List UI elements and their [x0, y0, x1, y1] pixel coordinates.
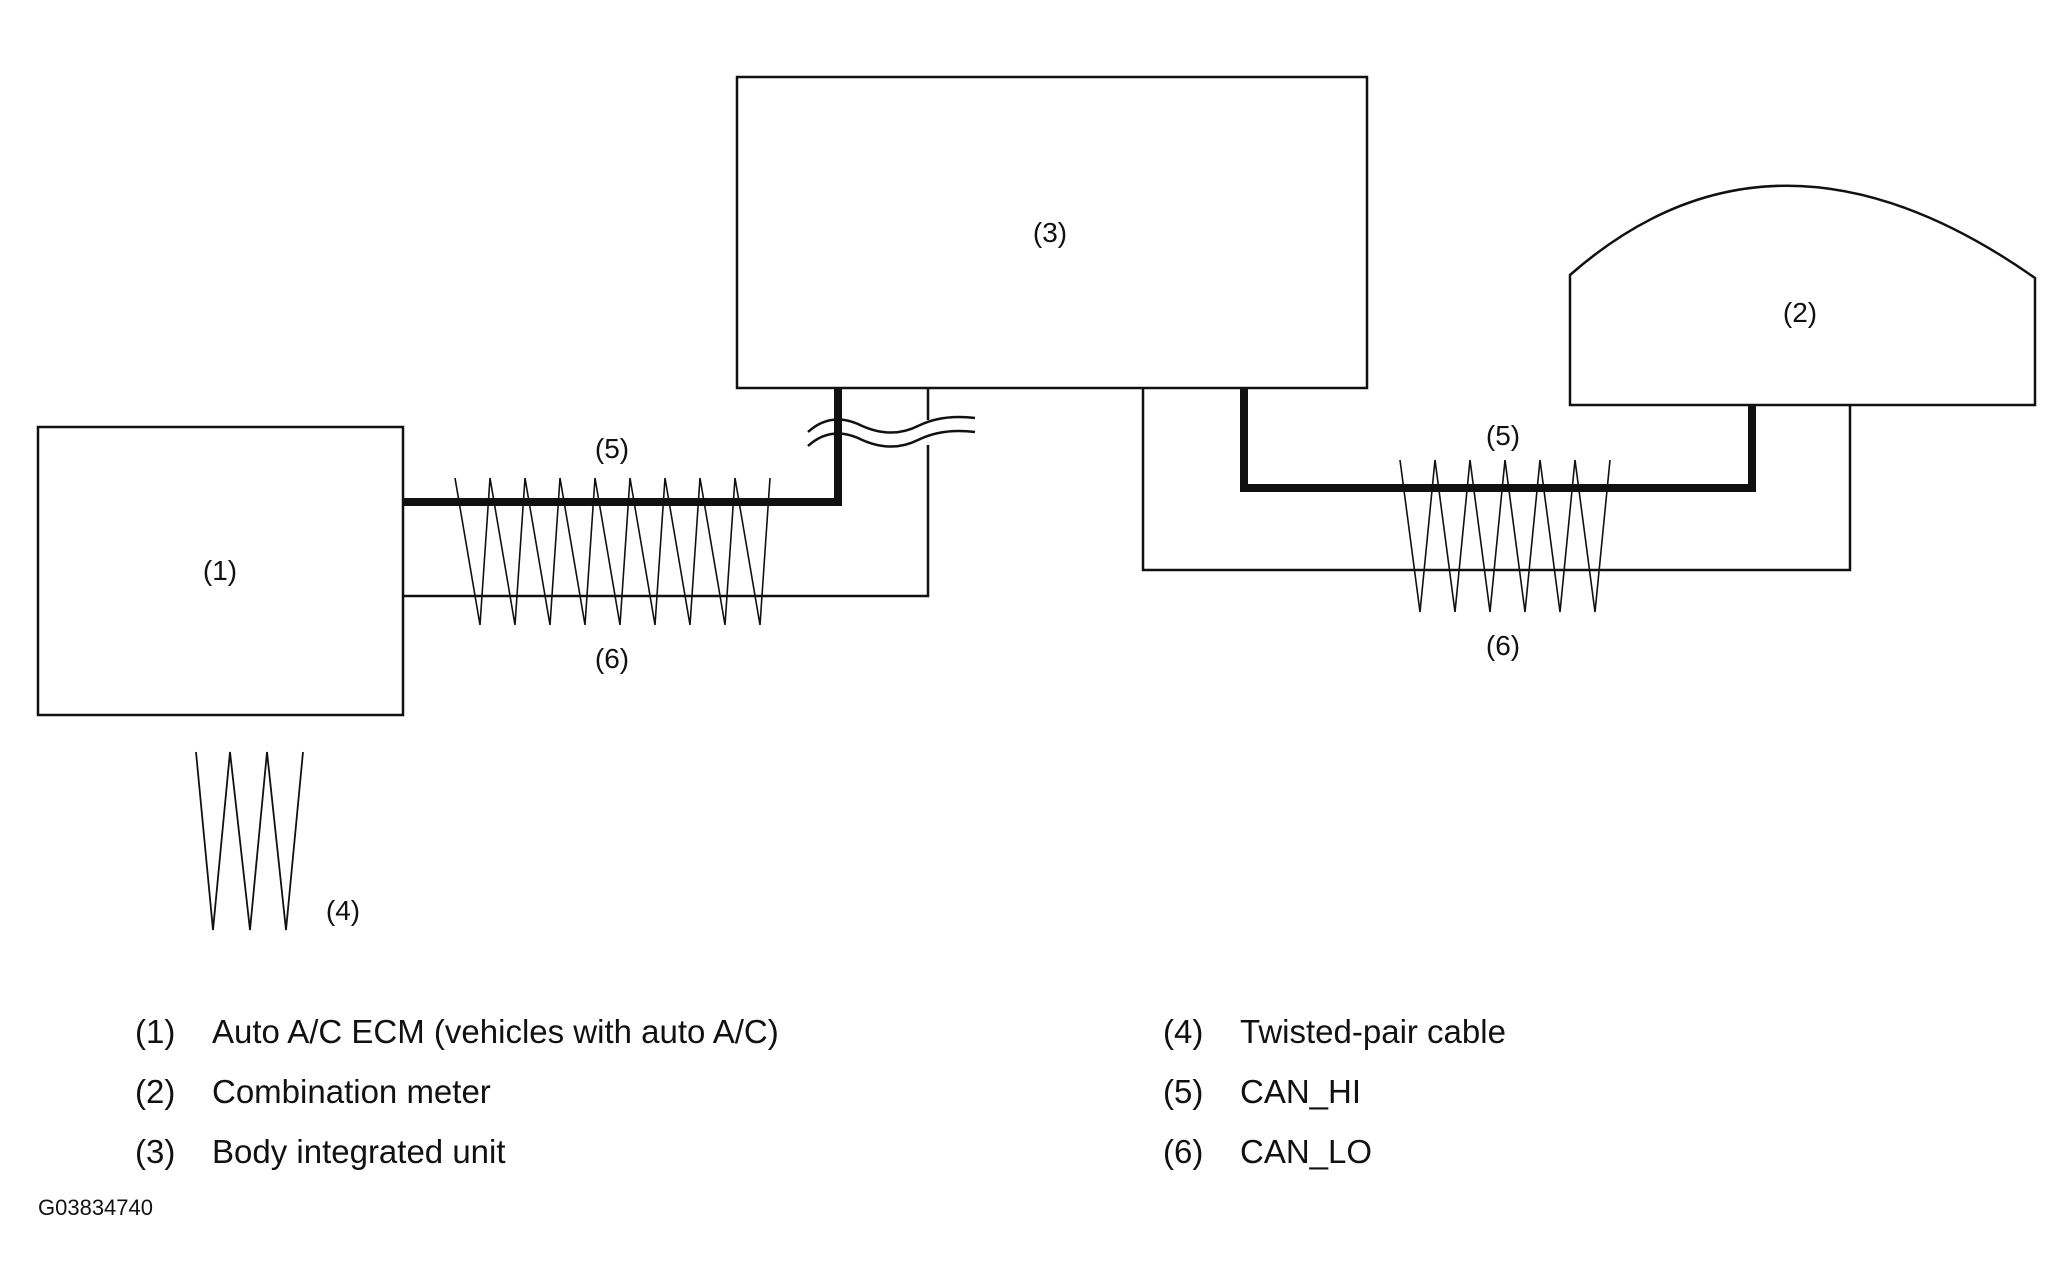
legend-num-6: (6)	[1163, 1133, 1203, 1170]
combination-meter-label: (2)	[1783, 297, 1817, 328]
auto-ac-ecm-box	[36, 425, 405, 717]
legend-text-4: Twisted-pair cable	[1240, 1013, 1506, 1050]
legend-num-1: (1)	[135, 1013, 175, 1050]
body-integrated-unit-box	[735, 75, 1369, 390]
legend: (1) Auto A/C ECM (vehicles with auto A/C…	[135, 1013, 1506, 1170]
legend-text-6: CAN_LO	[1240, 1133, 1372, 1170]
can-lo-label-right: (6)	[1486, 630, 1520, 661]
can-hi-wire-right	[1240, 388, 1756, 492]
legend-num-4: (4)	[1163, 1013, 1203, 1050]
twist-marks-left	[454, 477, 771, 626]
can-hi-wire-left	[403, 388, 842, 506]
legend-num-3: (3)	[135, 1133, 175, 1170]
can-lo-label-left: (6)	[595, 643, 629, 674]
can-lo-wire-right	[1141, 388, 1852, 572]
figure-code: G03834740	[38, 1195, 153, 1220]
body-integrated-unit-label: (3)	[1033, 217, 1067, 248]
legend-num-2: (2)	[135, 1073, 175, 1110]
twisted-pair-label: (4)	[326, 895, 360, 926]
twisted-pair-symbol	[195, 751, 304, 931]
wire-break-symbol-2	[807, 429, 976, 448]
twist-marks-right	[1399, 459, 1611, 613]
can-lo-wire-left	[403, 445, 930, 598]
legend-num-5: (5)	[1163, 1073, 1203, 1110]
auto-ac-ecm-label: (1)	[203, 555, 237, 586]
can-hi-label-right: (5)	[1486, 420, 1520, 451]
legend-text-1: Auto A/C ECM (vehicles with auto A/C)	[212, 1013, 779, 1050]
combination-meter-shape	[1568, 184, 2037, 407]
can-hi-label-left: (5)	[595, 433, 629, 464]
legend-text-3: Body integrated unit	[212, 1133, 506, 1170]
wire-break-symbol	[807, 415, 976, 434]
legend-text-5: CAN_HI	[1240, 1073, 1361, 1110]
legend-text-2: Combination meter	[212, 1073, 491, 1110]
